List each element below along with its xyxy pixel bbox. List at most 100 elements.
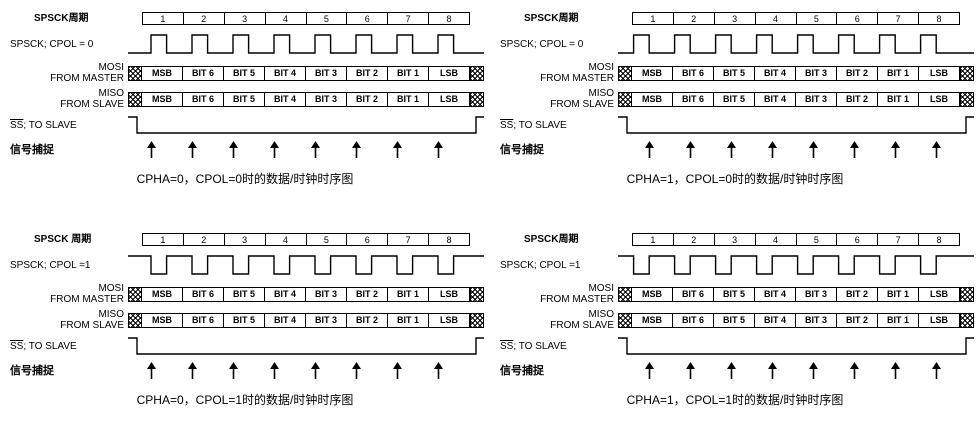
data-bit-cell: BIT 3: [796, 312, 837, 328]
capture-arrow-icon: [188, 141, 198, 158]
data-bit-cell: BIT 3: [306, 312, 347, 328]
cycle-number: 1: [632, 232, 674, 246]
cycle-number: 7: [388, 232, 430, 246]
data-bit-cell: BIT 6: [183, 312, 224, 328]
diagram-caption: CPHA=1，CPOL=1时的数据/时钟时序图: [626, 393, 844, 407]
miso-label-line2: FROM SLAVE: [550, 99, 614, 110]
hatch-region: [960, 312, 974, 328]
data-bit-cell: BIT 3: [306, 65, 347, 81]
data-bit-cell: MSB: [142, 91, 183, 107]
miso-label-line1: MISO: [98, 88, 124, 99]
capture-row: 信号捕捉: [496, 138, 980, 162]
cycle-number: 6: [347, 232, 389, 246]
clock-row: SPSCK; CPOL = 0: [496, 28, 980, 60]
capture-arrow-icon: [352, 362, 362, 379]
data-bit-cell: BIT 6: [183, 91, 224, 107]
cycle-number: 8: [429, 11, 470, 25]
capture-arrow-icon: [890, 141, 900, 158]
cycle-number: 6: [347, 11, 389, 25]
data-bit-cell: MSB: [632, 91, 673, 107]
data-bit-cell: LSB: [429, 312, 470, 328]
miso-label: MISO FROM SLAVE: [496, 309, 618, 331]
clock-row: SPSCK; CPOL =1: [6, 249, 490, 281]
data-bit-cell: BIT 3: [796, 286, 837, 302]
ss-row: SS; TO SLAVE: [496, 333, 980, 359]
ss-waveform: [128, 116, 484, 134]
cycle-number: 4: [755, 11, 797, 25]
cycle-number: 7: [878, 11, 920, 25]
capture-arrow-icon: [685, 362, 695, 379]
data-bit-cell: LSB: [429, 286, 470, 302]
capture-row: 信号捕捉: [6, 359, 490, 383]
clock-label: SPSCK; CPOL = 0: [500, 38, 584, 50]
data-bit-cell: BIT 4: [265, 91, 306, 107]
hatch-region: [618, 312, 632, 328]
capture-arrow-icon: [229, 141, 239, 158]
hatch-region: [618, 65, 632, 81]
cycle-number: 5: [306, 11, 348, 25]
cycle-number: 8: [919, 11, 960, 25]
hatch-region: [470, 286, 484, 302]
capture-arrow-icon: [311, 141, 321, 158]
miso-label: MISO FROM SLAVE: [6, 88, 128, 110]
data-bit-cell: MSB: [142, 286, 183, 302]
data-bit-cell: BIT 5: [714, 312, 755, 328]
hatch-region: [960, 65, 974, 81]
capture-arrow-icon: [726, 141, 736, 158]
capture-arrow-icon: [767, 141, 777, 158]
capture-arrow-icon: [849, 362, 859, 379]
data-bit-cell: BIT 5: [714, 91, 755, 107]
data-bit-cell: BIT 6: [673, 91, 714, 107]
capture-arrows: [128, 140, 484, 160]
mosi-label-line1: MOSI: [98, 283, 124, 294]
spsck-cycle-label: SPSCK周期: [524, 12, 579, 24]
data-bit-cell: BIT 2: [837, 312, 878, 328]
ss-signal-name: SS: [500, 119, 514, 131]
hatch-region: [128, 91, 142, 107]
data-bit-cell: LSB: [919, 312, 960, 328]
capture-arrow-icon: [434, 362, 444, 379]
clock-label: SPSCK; CPOL = 0: [10, 38, 94, 50]
hatch-region: [470, 312, 484, 328]
cycle-number: 3: [224, 11, 266, 25]
data-bit-cell: BIT 3: [306, 286, 347, 302]
capture-label: 信号捕捉: [500, 143, 544, 156]
capture-arrow-icon: [352, 141, 362, 158]
hatch-region: [128, 312, 142, 328]
capture-arrow-icon: [685, 141, 695, 158]
cycle-number: 2: [183, 232, 225, 246]
miso-label-line1: MISO: [588, 309, 614, 320]
data-bit-cell: BIT 4: [265, 286, 306, 302]
miso-label-line2: FROM SLAVE: [60, 320, 124, 331]
cycle-number: 7: [878, 232, 920, 246]
capture-row: 信号捕捉: [6, 138, 490, 162]
ss-label-text: ; TO SLAVE: [23, 119, 77, 131]
ss-label: SS; TO SLAVE: [6, 341, 128, 352]
capture-label: 信号捕捉: [10, 364, 54, 377]
data-bit-cell: BIT 2: [347, 91, 388, 107]
cycle-number: 6: [837, 232, 879, 246]
clock-waveform: [618, 34, 974, 54]
capture-arrow-icon: [644, 141, 654, 158]
clock-waveform: [618, 255, 974, 275]
cycle-number: 5: [796, 11, 838, 25]
data-bit-cell: BIT 4: [265, 65, 306, 81]
cycle-number: 4: [265, 232, 307, 246]
data-bit-cell: BIT 4: [265, 312, 306, 328]
clock-label: SPSCK; CPOL =1: [10, 259, 91, 271]
cycle-number: 3: [714, 11, 756, 25]
data-bit-cell: BIT 2: [347, 286, 388, 302]
hatch-region: [618, 91, 632, 107]
capture-arrow-icon: [147, 141, 157, 158]
data-bit-cell: BIT 2: [347, 312, 388, 328]
ss-label: SS; TO SLAVE: [6, 120, 128, 131]
